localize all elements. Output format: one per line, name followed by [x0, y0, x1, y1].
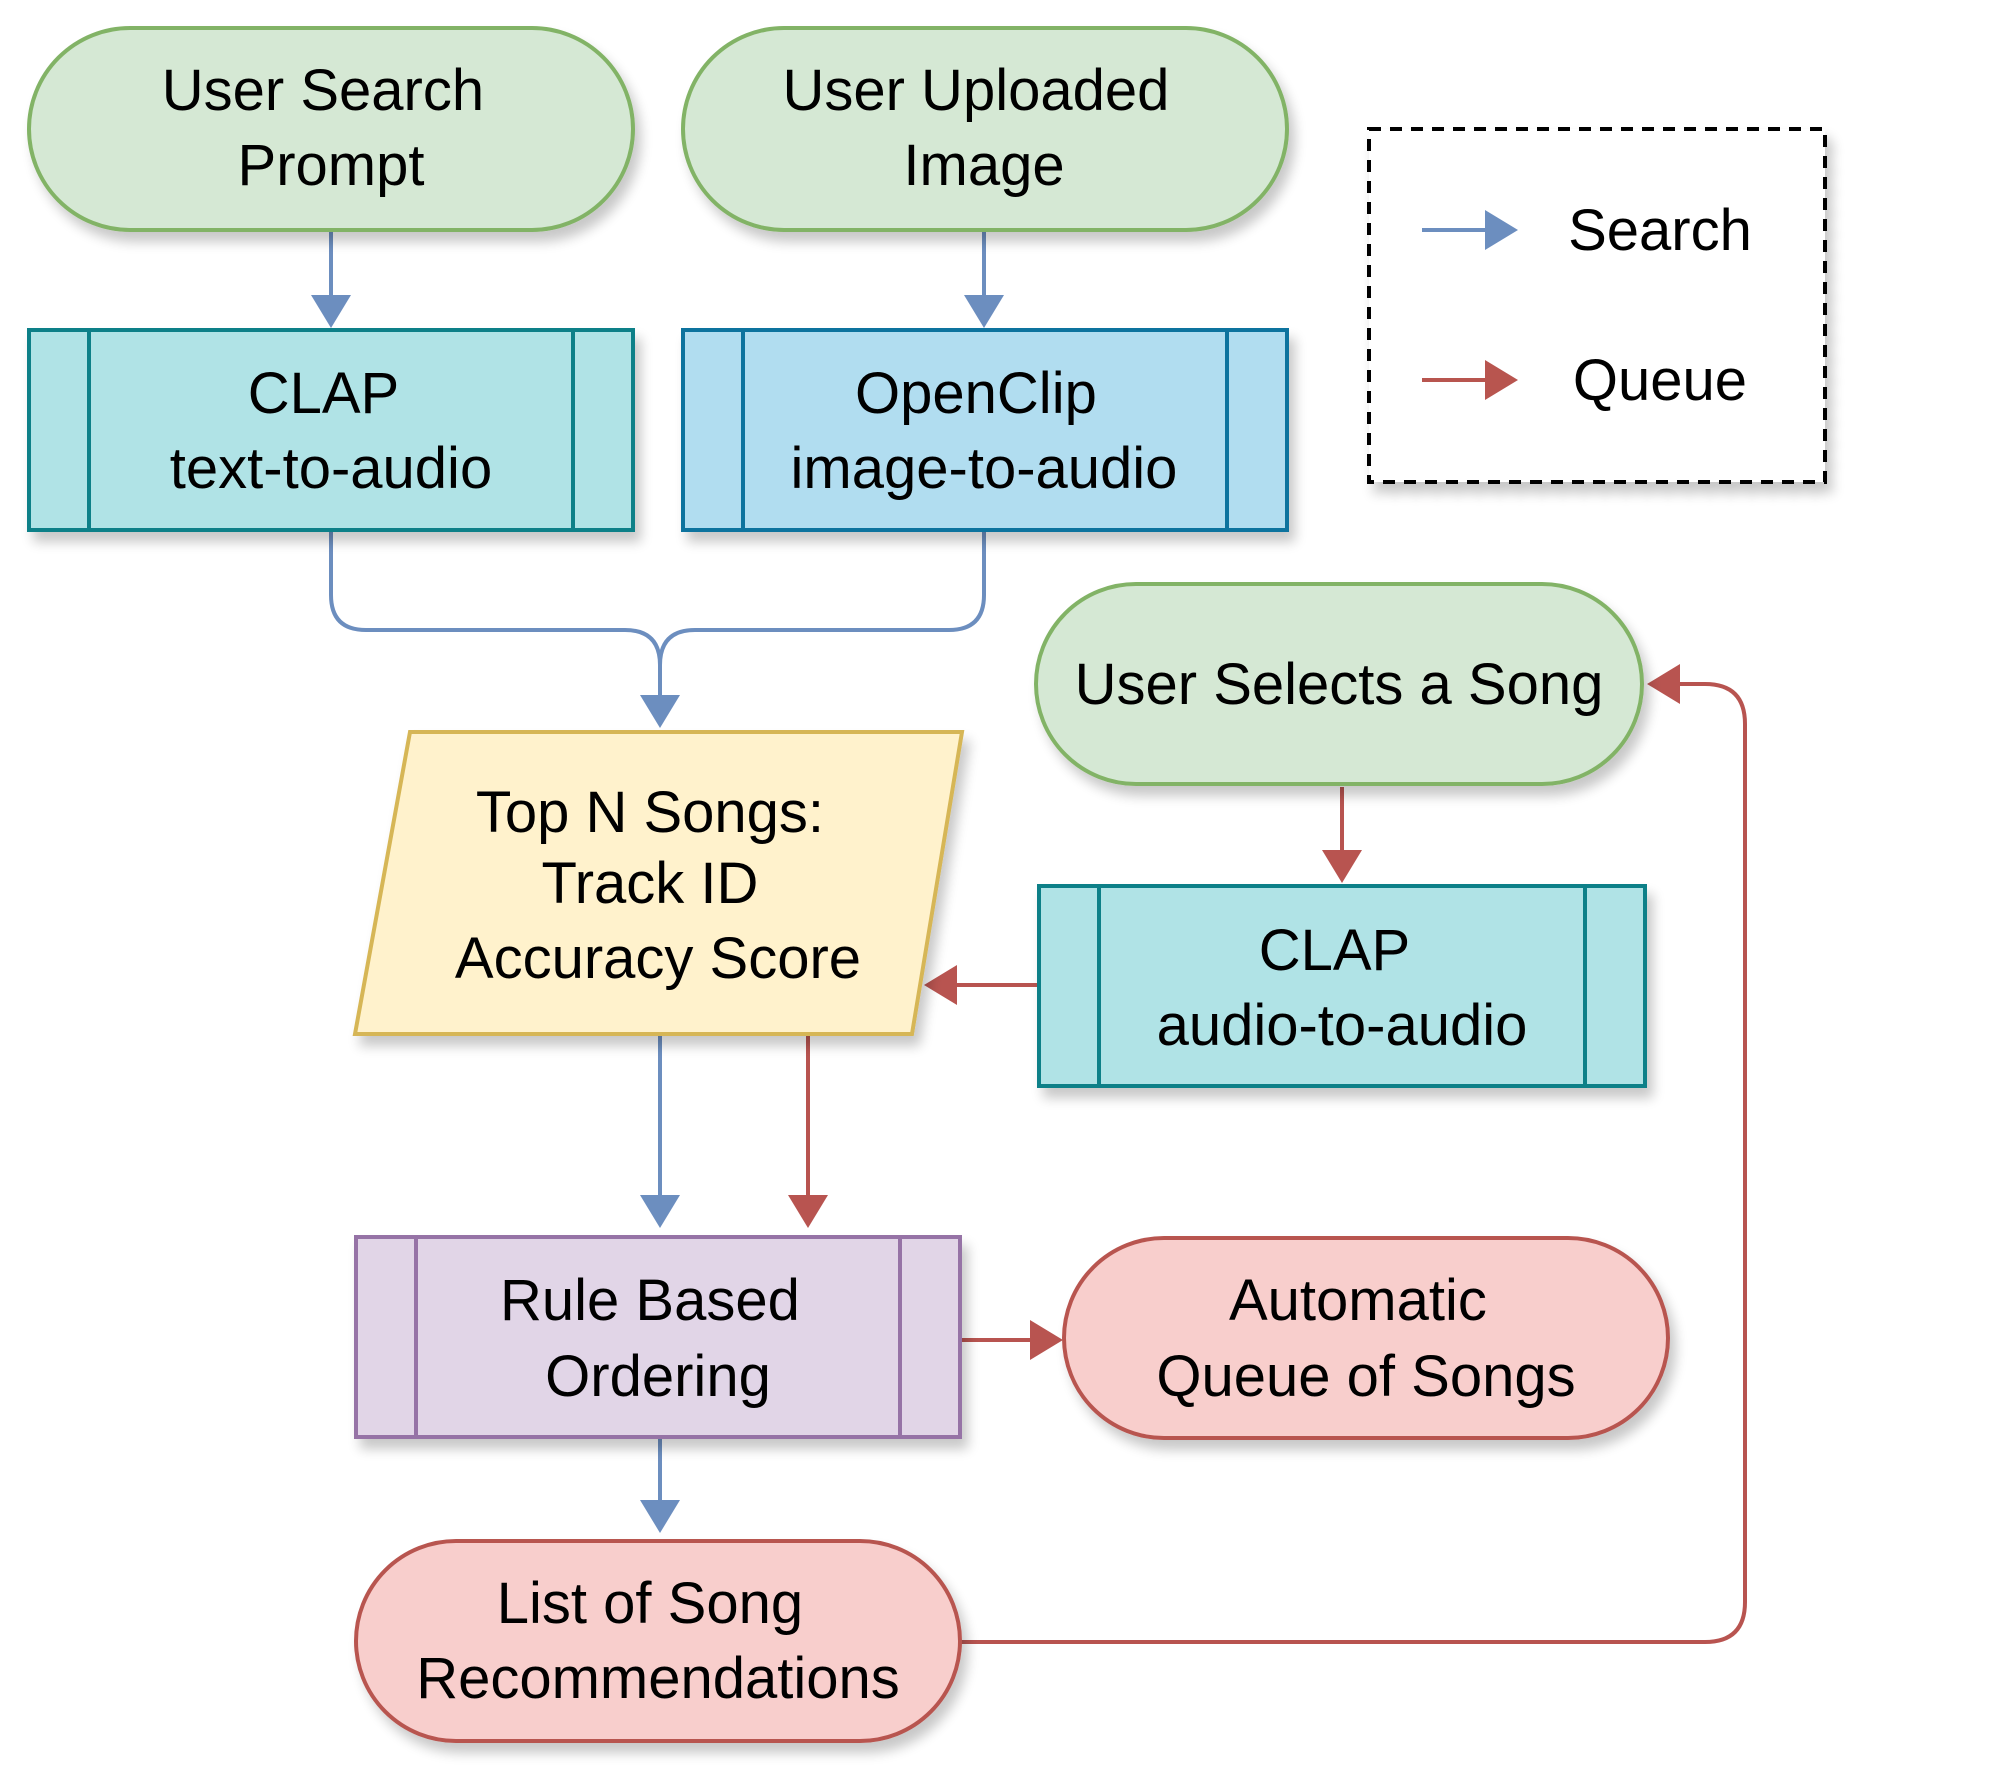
- svg-text:Automatic Queue of Songs: Automatic Queue of Songs: [1156, 1268, 1575, 1409]
- svg-text:Rule Based Ordering: Rule Based Ordering: [500, 1268, 816, 1409]
- node-user-uploaded-image: User Uploaded Image: [681, 26, 1289, 232]
- terminator-shape: [681, 26, 1289, 232]
- node-top-n-songs: Top N Songs: Track ID Accuracy Score: [352, 730, 965, 1036]
- node-line: Rule Based: [500, 1268, 800, 1333]
- node-line: Track ID: [541, 851, 758, 916]
- terminator-shape: [27, 26, 635, 232]
- node-line: image-to-audio: [791, 436, 1178, 501]
- process-shape: [1037, 884, 1647, 1088]
- edge-clap-text-to-top-n: [329, 532, 662, 700]
- legend: Search Queue: [1367, 127, 1827, 484]
- node-clap-audio-to-audio: CLAP audio-to-audio: [1037, 884, 1647, 1088]
- terminator-shape: [1062, 1236, 1670, 1440]
- node-line: audio-to-audio: [1157, 993, 1528, 1058]
- node-song-recommendations: List of Song Recommendations: [354, 1539, 962, 1743]
- terminator-shape: [1034, 582, 1644, 786]
- arrowhead-recommendations-to-selects-song: [1647, 664, 1680, 704]
- svg-text:User Search Prompt: User Search Prompt: [162, 58, 500, 198]
- node-line: Automatic: [1229, 1268, 1487, 1333]
- data-shape: [352, 730, 965, 1036]
- legend-search-arrowhead: [1485, 210, 1518, 250]
- node-line: text-to-audio: [170, 436, 492, 501]
- node-clap-text-to-audio: CLAP text-to-audio: [27, 328, 635, 532]
- svg-text:CLAP text-to-audio: CLAP text-to-audio: [170, 361, 492, 501]
- svg-text:Top N Songs: Track ID: Top N Songs: Track ID Accuracy Score: [455, 780, 861, 991]
- node-line: Ordering: [545, 1344, 771, 1409]
- node-line: Queue of Songs: [1156, 1344, 1575, 1409]
- node-line: OpenClip: [855, 361, 1097, 426]
- node-line: Prompt: [238, 133, 425, 198]
- arrowhead-selects-song-to-clap-audio: [1322, 850, 1362, 883]
- svg-text:CLAP audio-to-audio: CLAP audio-to-audio: [1157, 918, 1528, 1058]
- legend-search-label: Search: [1568, 198, 1752, 263]
- svg-text:OpenClip image-to-audio: OpenClip image-to-audio: [791, 361, 1178, 501]
- node-user-selects-song: User Selects a Song: [1034, 582, 1644, 786]
- node-line: User Selects a Song: [1075, 652, 1604, 717]
- legend-item-search: Search: [1422, 198, 1752, 263]
- svg-text:User Uploaded Image: User Uploaded Image: [782, 58, 1185, 198]
- edge-openclip-to-top-n: [658, 532, 986, 666]
- legend-item-queue: Queue: [1422, 348, 1747, 413]
- node-line: CLAP: [248, 361, 398, 426]
- node-line: User Search: [162, 58, 484, 123]
- arrowhead-rule-to-auto-queue: [1030, 1320, 1063, 1360]
- process-shape: [354, 1235, 962, 1439]
- legend-queue-arrowhead: [1485, 360, 1518, 400]
- arrowhead-uploaded-image-to-openclip: [964, 295, 1004, 328]
- arrowhead-top-n-to-rule-search: [640, 1195, 680, 1228]
- process-shape: [681, 328, 1289, 532]
- edge-recommendations-to-selects-song: [960, 682, 1747, 1644]
- node-line: Recommendations: [416, 1646, 900, 1711]
- legend-queue-label: Queue: [1573, 348, 1747, 413]
- node-line: Accuracy Score: [455, 926, 861, 991]
- node-line: CLAP: [1259, 918, 1409, 983]
- node-line: User Uploaded: [782, 58, 1169, 123]
- node-rule-based-ordering: Rule Based Ordering: [354, 1235, 962, 1439]
- svg-text:User Selects a Song: User Selects a Song: [1075, 652, 1604, 717]
- node-user-search-prompt: User Search Prompt: [27, 26, 635, 232]
- arrowhead-search-prompt-to-clap-text: [311, 295, 351, 328]
- legend-box: [1367, 127, 1827, 484]
- arrowhead-merge-to-top-n: [640, 695, 680, 728]
- node-line: Top N Songs:: [476, 780, 824, 845]
- process-shape: [27, 328, 635, 532]
- node-automatic-queue: Automatic Queue of Songs: [1062, 1236, 1670, 1440]
- arrowhead-top-n-to-rule-queue: [788, 1195, 828, 1228]
- arrowhead-rule-to-recommendations: [640, 1500, 680, 1533]
- node-line: List of Song: [497, 1571, 803, 1636]
- svg-text:List of Song Recommendat: List of Song Recommendations: [416, 1571, 900, 1711]
- arrowhead-clap-audio-to-top-n: [924, 965, 957, 1005]
- node-line: Image: [903, 133, 1064, 198]
- terminator-shape: [354, 1539, 962, 1743]
- node-openclip-image-to-audio: OpenClip image-to-audio: [681, 328, 1289, 532]
